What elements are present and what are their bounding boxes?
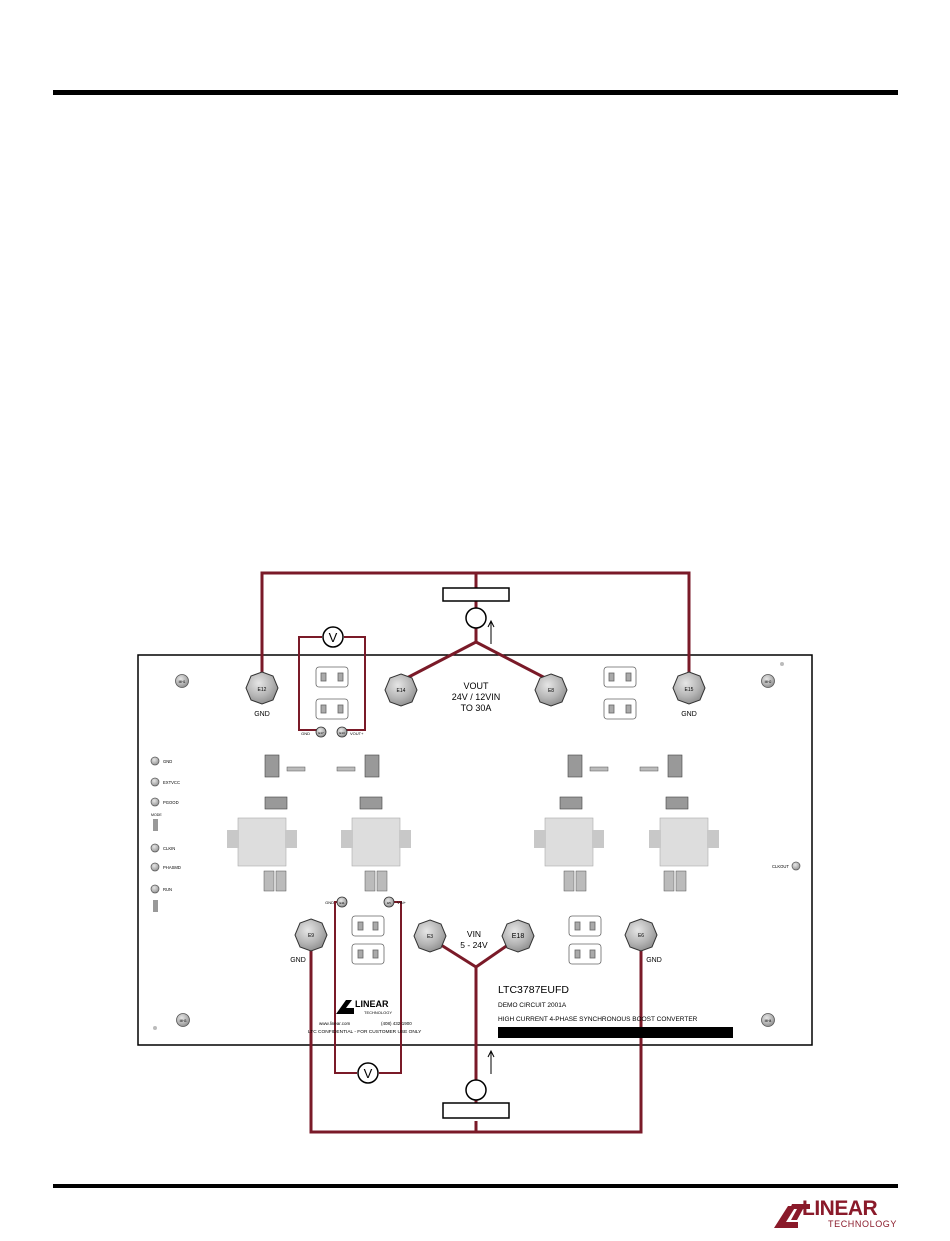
svg-text:E8: E8 — [548, 688, 554, 694]
demo-circuit: DEMO CIRCUIT 2001A — [498, 1002, 567, 1009]
svg-text:E3: E3 — [427, 934, 433, 940]
header-rule — [53, 90, 898, 95]
pcb-phone: (408) 432-1900 — [381, 1021, 412, 1026]
svg-text:E18: E18 — [512, 933, 525, 940]
logo-wordmark: LINEAR — [802, 1197, 878, 1220]
svg-text:MH2: MH2 — [765, 680, 772, 684]
terminal-e8: E8 — [534, 673, 568, 707]
vin-range: 5 - 24V — [460, 940, 488, 950]
svg-text:PGOOD: PGOOD — [163, 800, 179, 805]
left-control-pins: GND EXTVCC PGOOD MODE CLKIN PHASMD RUN — [150, 756, 181, 912]
svg-text:E15: E15 — [685, 687, 694, 693]
input-capacitors-right — [568, 915, 602, 965]
svg-text:E5: E5 — [387, 901, 391, 905]
mounting-hole-mh4: MH4 — [761, 1013, 775, 1027]
terminal-e15: E15 — [672, 671, 706, 705]
terminal-e3: E3 — [413, 919, 447, 953]
gnd-label-out-right: GND — [681, 711, 697, 718]
input-voltmeter — [357, 1062, 379, 1084]
input-capacitors-left — [351, 915, 385, 965]
vin-plus-label: VIN+ — [397, 900, 407, 905]
logo-subtext: TECHNOLOGY — [828, 1219, 898, 1229]
gnd-label-out-left: GND — [254, 711, 270, 718]
pcb-confidential: LTC CONFIDENTIAL - FOR CUSTOMER USE ONLY — [308, 1029, 422, 1035]
svg-text:CLKOUT: CLKOUT — [772, 864, 789, 869]
output-voltmeter-wiring — [298, 636, 366, 731]
pcb-website: www.linear.com — [319, 1021, 351, 1026]
svg-text:E11: E11 — [339, 901, 344, 905]
svg-text:MH4: MH4 — [765, 1019, 772, 1023]
svg-text:E13: E13 — [339, 731, 345, 735]
part-number: LTC3787EUFD — [498, 984, 569, 996]
output-current-arrow — [487, 619, 495, 644]
vin-title: VIN — [467, 929, 481, 939]
mounting-hole-mh3: MH3 — [176, 1013, 190, 1027]
vout-plus-label: VOUT+ — [350, 731, 364, 736]
clkout-pin: CLKOUT — [772, 861, 801, 871]
output-voltmeter-symbol: V — [329, 630, 338, 645]
mosfets — [264, 754, 689, 810]
linear-technology-logo: LINEAR TECHNOLOGY — [772, 1197, 902, 1234]
svg-text:MH1: MH1 — [179, 680, 186, 684]
terminal-e11: E11 — [336, 896, 348, 908]
terminal-e13: E13 — [336, 726, 348, 738]
vout-title: VOUT — [463, 681, 489, 691]
svg-text:GND: GND — [163, 759, 172, 764]
vout-current: TO 30A — [461, 703, 492, 713]
vout-spec: 24V / 12VIN — [452, 692, 501, 702]
svg-text:EXTVCC: EXTVCC — [163, 780, 180, 785]
terminal-e14: E14 — [384, 673, 418, 707]
output-capacitors-left — [315, 666, 349, 720]
svg-text:MODE: MODE — [151, 813, 162, 817]
terminal-e6: E6 — [624, 918, 658, 952]
serial-bar — [498, 1027, 733, 1038]
footer-rule — [53, 1184, 898, 1188]
inductors — [237, 817, 709, 867]
output-ammeter — [465, 607, 487, 629]
svg-text:E9: E9 — [308, 933, 314, 939]
terminal-e12: E12 — [245, 671, 279, 705]
terminal-e9: E9 — [294, 918, 328, 952]
svg-text:CLKIN: CLKIN — [163, 846, 175, 851]
gnd-label-in-right: GND — [646, 957, 662, 964]
input-supply-box — [442, 1102, 510, 1119]
svg-text:PHASMD: PHASMD — [163, 865, 181, 870]
small-passives — [263, 766, 687, 892]
terminal-e18: E18 — [501, 919, 535, 953]
svg-text:LINEAR: LINEAR — [355, 999, 389, 1009]
input-ammeter — [465, 1079, 487, 1101]
gnd-sense-in-label: GND — [325, 900, 334, 905]
board-description: HIGH CURRENT 4-PHASE SYNCHRONOUS BOOST C… — [498, 1016, 698, 1023]
input-current-arrow — [487, 1049, 495, 1074]
terminal-e5: E5 — [383, 896, 395, 908]
output-capacitors-right — [603, 666, 637, 720]
mounting-hole-mh1: MH1 — [175, 674, 189, 688]
inductor-pads — [227, 830, 719, 848]
svg-text:E14: E14 — [397, 688, 406, 694]
fiducial-top — [780, 662, 784, 666]
svg-text:E6: E6 — [638, 933, 644, 939]
input-voltmeter-symbol: V — [364, 1066, 373, 1081]
fiducial-bottom — [153, 1026, 157, 1030]
terminal-e17: E17 — [315, 726, 327, 738]
svg-text:E17: E17 — [318, 731, 324, 735]
output-load-wiring — [260, 571, 691, 683]
output-voltmeter — [322, 626, 344, 648]
svg-text:E12: E12 — [258, 687, 267, 693]
svg-text:RUN: RUN — [163, 887, 172, 892]
svg-text:MH3: MH3 — [180, 1019, 187, 1023]
lt-logo-mark-icon — [774, 1204, 810, 1228]
gnd-sense-out-label: GND — [301, 731, 310, 736]
output-load-box — [442, 587, 510, 602]
pcb-linear-logo: LINEAR TECHNOLOGY — [336, 999, 392, 1015]
gnd-label-in-left: GND — [290, 957, 306, 964]
mounting-hole-mh2: MH2 — [761, 674, 775, 688]
svg-text:TECHNOLOGY: TECHNOLOGY — [364, 1010, 392, 1015]
